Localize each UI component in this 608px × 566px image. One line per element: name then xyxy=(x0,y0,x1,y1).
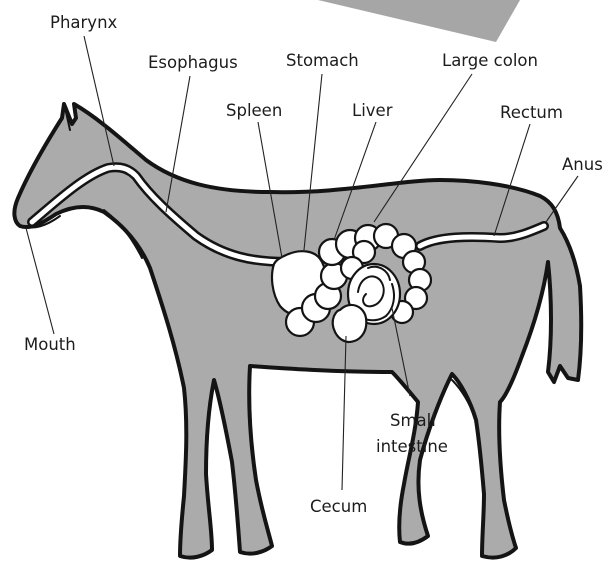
anus-leader xyxy=(546,176,578,222)
rectum-label: Rectum xyxy=(500,103,563,122)
small-intestine-label-line1: Small xyxy=(390,411,436,430)
cecum-organ xyxy=(333,305,367,342)
liver-label: Liver xyxy=(352,101,393,120)
spleen-label: Spleen xyxy=(226,101,282,120)
corner-shape xyxy=(318,0,520,42)
mouth-leader xyxy=(26,228,54,334)
anus-label: Anus xyxy=(562,155,603,174)
cecum-label: Cecum xyxy=(310,497,367,516)
small-intestine-label-line2: intestine xyxy=(376,437,448,456)
stomach-label: Stomach xyxy=(286,51,359,70)
pharynx-label: Pharynx xyxy=(50,13,118,32)
large-colon-label: Large colon xyxy=(442,51,538,70)
esophagus-label: Esophagus xyxy=(148,53,238,72)
mouth-label: Mouth xyxy=(24,335,76,354)
